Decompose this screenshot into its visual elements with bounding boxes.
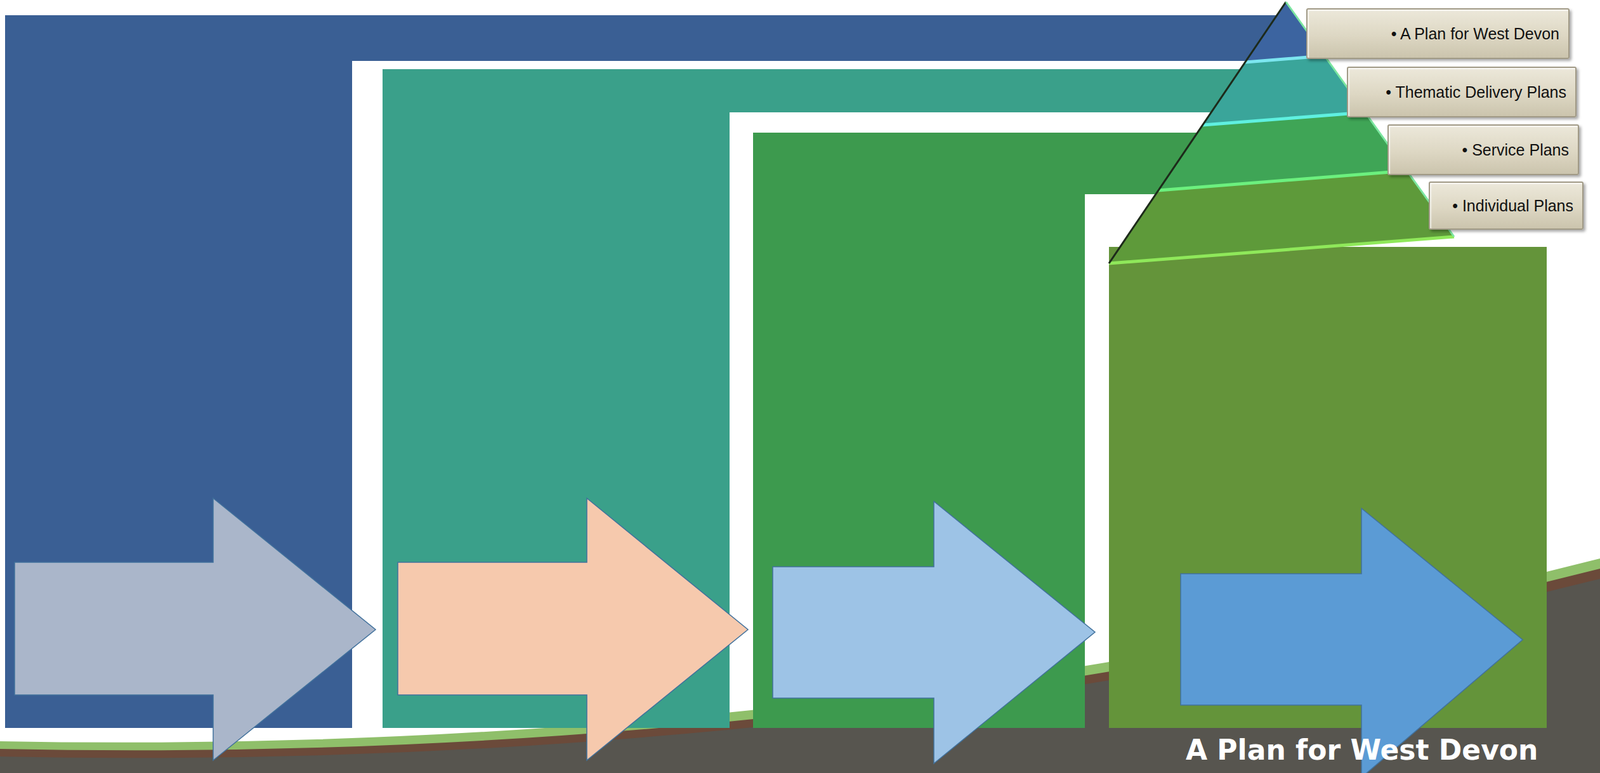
block-arrow	[397, 498, 748, 761]
block-arrow	[14, 498, 376, 761]
plan-tab: • Service Plans	[1387, 124, 1580, 176]
pyramid-edge	[1108, 1, 1286, 264]
tab-label: • Thematic Delivery Plans	[1385, 83, 1567, 102]
pyramid-edge	[1202, 112, 1366, 125]
pyramid-layer	[1108, 170, 1455, 264]
pyramid-layer	[1202, 55, 1366, 125]
pyramid-edge	[1158, 170, 1408, 191]
plan-tab: • Thematic Delivery Plans	[1346, 66, 1577, 118]
top-bar	[5, 15, 1287, 61]
tab-label: • A Plan for West Devon	[1391, 24, 1560, 44]
plan-tab: • Individual Plans	[1428, 181, 1584, 230]
tab-label: • Individual Plans	[1452, 196, 1574, 216]
plan-tab: • A Plan for West Devon	[1306, 8, 1570, 60]
tab-label: • Service Plans	[1461, 140, 1569, 160]
block-arrow	[772, 501, 1096, 764]
pyramid-edge	[1108, 236, 1455, 264]
footer-title: A Plan for West Devon	[1185, 733, 1538, 766]
block-arrow	[1180, 508, 1523, 773]
